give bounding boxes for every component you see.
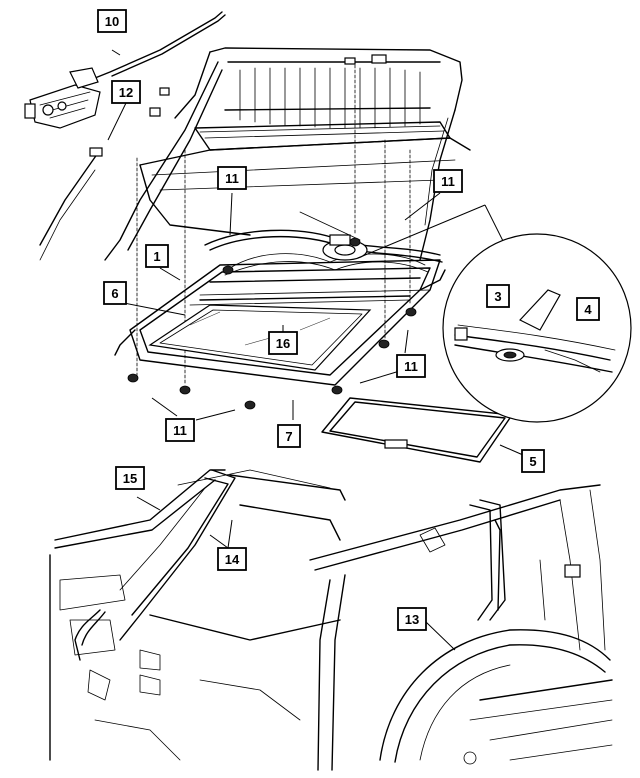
detail-inset <box>357 204 632 423</box>
callout-13: 13 <box>397 607 427 631</box>
callout-1: 1 <box>145 244 169 268</box>
screw-icon <box>349 237 361 247</box>
leader-lines <box>107 49 524 651</box>
callout-4: 4 <box>576 297 600 321</box>
callout-label: 11 <box>404 359 418 374</box>
callout-label: 13 <box>405 612 419 627</box>
callout-label: 6 <box>111 286 118 301</box>
callout-label: 5 <box>529 454 536 469</box>
callout-15: 15 <box>115 466 145 490</box>
callout-14: 14 <box>217 547 247 571</box>
callout-label: 15 <box>123 471 137 486</box>
callout-10: 10 <box>97 9 127 33</box>
screw-icon <box>127 373 139 383</box>
glass-panel <box>148 304 372 371</box>
callout-label: 7 <box>285 429 292 444</box>
screw-icon <box>244 400 256 410</box>
callout-label: 11 <box>225 171 239 186</box>
callout-label: 11 <box>441 174 455 189</box>
callout-7: 7 <box>277 424 301 448</box>
callout-label: 11 <box>173 423 187 438</box>
callout-12: 12 <box>111 80 141 104</box>
callout-label: 10 <box>105 14 119 29</box>
fasteners <box>127 237 417 410</box>
callout-label: 16 <box>276 336 290 351</box>
callout-11c: 11 <box>396 354 426 378</box>
callout-3: 3 <box>486 284 510 308</box>
callout-5: 5 <box>521 449 545 473</box>
callout-label: 3 <box>494 289 501 304</box>
sunroof-seal <box>321 397 513 463</box>
callout-11a: 11 <box>217 166 247 190</box>
callout-label: 12 <box>119 85 133 100</box>
right-rear-quarter-view <box>309 484 613 771</box>
sunroof-switch-harness <box>24 11 226 129</box>
screw-icon <box>179 385 191 395</box>
callout-11d: 11 <box>165 418 195 442</box>
callout-11b: 11 <box>433 169 463 193</box>
callout-label: 1 <box>153 249 160 264</box>
screw-icon <box>331 385 343 395</box>
left-rear-pillar-view <box>49 469 346 761</box>
callout-16: 16 <box>268 331 298 355</box>
callout-6: 6 <box>103 281 127 305</box>
callout-label: 4 <box>584 302 592 317</box>
callout-label: 14 <box>225 552 240 567</box>
screw-icon <box>378 339 390 349</box>
screw-icon <box>222 265 234 275</box>
screw-icon <box>405 307 417 317</box>
